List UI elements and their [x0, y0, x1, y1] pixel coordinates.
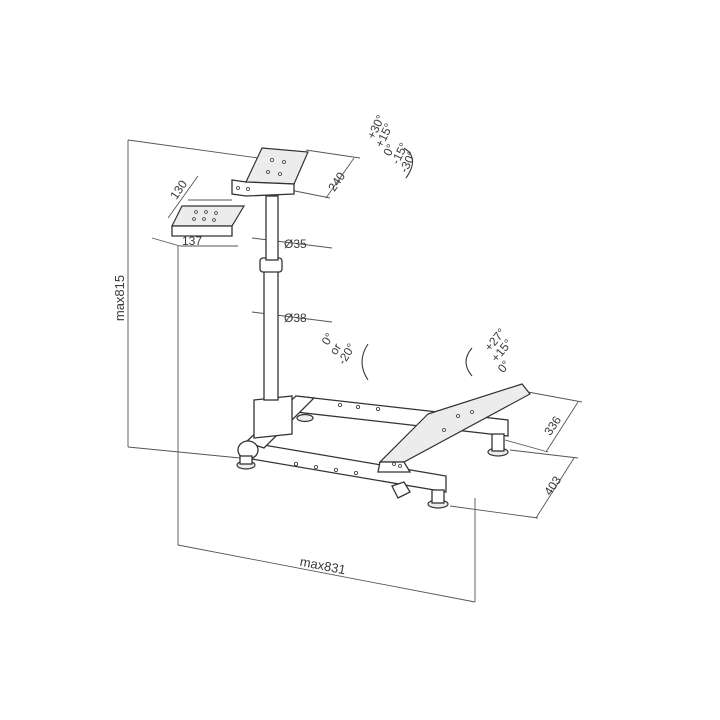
- column-bracket: [253, 395, 293, 439]
- base-knob: [391, 481, 411, 499]
- height-label: max815: [112, 275, 127, 321]
- pedal336-ext-b: [504, 439, 549, 453]
- base-depth-label: 403: [541, 473, 564, 498]
- tilt-arrows: [361, 147, 473, 381]
- width-dimension-line: [177, 544, 476, 603]
- wheel-plate-depth-label: 130: [167, 177, 190, 202]
- wheel-plate-face: [171, 205, 246, 227]
- base403-dim: [535, 457, 575, 519]
- plate240-dim: [325, 157, 355, 199]
- pedal-plate-depth-label: 336: [541, 413, 564, 438]
- plate240-ext-b: [289, 189, 331, 199]
- wheel-plate: [171, 205, 246, 237]
- d35-leader: [251, 237, 333, 249]
- column-tilt-arrow-icon: [361, 343, 369, 381]
- upper-tube: [265, 195, 279, 261]
- pedal-plate-face: [378, 383, 531, 463]
- top-plate-face: [245, 147, 309, 185]
- rail-holes: [293, 402, 380, 475]
- pedal336-ext-a: [527, 391, 583, 403]
- tube-upper-diameter-label: Ø35: [284, 237, 307, 251]
- pedal-tilt-arrow-icon: [465, 347, 473, 377]
- lower-tube: [263, 269, 279, 401]
- pedal-plate: [377, 383, 531, 473]
- base403-ext-b: [449, 505, 539, 519]
- top-plate-width-label: 240: [325, 169, 348, 194]
- pedal336-dim: [545, 401, 579, 453]
- top-tilt-angles: +30° +15° 0° -15° -30°: [364, 112, 419, 175]
- width-label: max831: [299, 554, 347, 578]
- pedal-tilt-angles: +27° +15° 0°: [482, 326, 516, 376]
- pedal-plate-holes: [392, 410, 474, 468]
- column: [253, 195, 293, 439]
- wheel-plate-holes: [192, 210, 218, 222]
- top-plate-holes: [236, 158, 286, 191]
- plate240-ext-a: [305, 149, 361, 159]
- tube-lower-diameter-label: Ø38: [284, 311, 307, 325]
- plate137-ext-a: [151, 237, 181, 247]
- column-tilt-angles: 0° or -20°: [319, 330, 359, 367]
- height-top-extension: [127, 139, 259, 159]
- pedal-plate-hinge: [377, 461, 412, 473]
- top-plate: [231, 147, 309, 197]
- dimension-lines: [127, 139, 583, 603]
- base403-ext-a: [509, 449, 579, 459]
- feet: [236, 413, 509, 509]
- wheel-plate-edge: [171, 225, 233, 237]
- plate130-dim: [167, 175, 199, 219]
- wheel-plate-width-label: 137: [182, 234, 202, 248]
- height-bottom-extension: [127, 446, 241, 459]
- top-tilt-arrow-icon: [403, 147, 414, 179]
- top-plate-edge: [231, 179, 295, 197]
